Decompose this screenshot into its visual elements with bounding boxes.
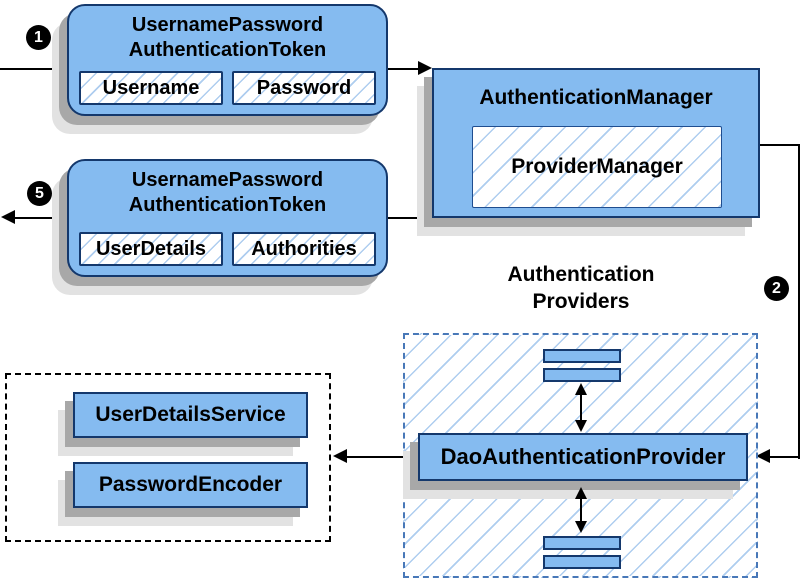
step2-badge: 2 [764,276,789,301]
user-details-field-box: UserDetails [79,232,223,266]
manager-to-result-line [388,217,432,219]
password-encoder-node: PasswordEncoder [73,462,308,508]
token-fields: UserDetails Authorities [79,232,376,266]
node-title: UsernamePassword AuthenticationToken [69,161,386,218]
node-title-line2: AuthenticationToken [128,39,327,61]
dao-stack-link-line [580,497,582,521]
left-arrowhead-icon [333,449,347,463]
manager-to-provider-line-bottom [770,456,800,458]
down-arrowhead-icon [575,420,587,432]
right-arrowhead-icon [418,61,432,75]
provider-stack-rect [543,555,621,569]
up-arrowhead-icon [575,383,587,395]
left-arrowhead-icon [1,210,15,224]
result-outbound-line [15,217,67,219]
provider-manager-node: ProviderManager [472,126,722,208]
provider-stack-rect [543,368,621,382]
label-line1: Authentication [507,263,655,286]
token-fields: Username Password [79,71,376,105]
username-field-box: Username [79,71,223,105]
manager-to-provider-line-top [760,144,800,146]
dao-to-beans-line [347,456,418,458]
node-title-line1: UsernamePassword [131,14,324,36]
provider-stack-rect [543,536,621,550]
node-title: AuthenticationManager [479,86,713,109]
user-details-service-node: UserDetailsService [73,392,308,438]
authorities-field-box: Authorities [232,232,376,266]
node-title-line1: UsernamePassword [131,169,324,191]
node-title-line2: AuthenticationToken [128,194,327,216]
step1-badge: 1 [26,25,51,50]
authentication-providers-label: Authentication Providers [420,261,742,315]
token-to-manager-line [388,68,418,70]
username-password-token-result-node: UsernamePassword AuthenticationToken Use… [67,159,388,277]
username-password-token-request-node: UsernamePassword AuthenticationToken Use… [67,4,388,116]
request-inbound-line [0,68,67,70]
provider-stack-rect [543,349,621,363]
down-arrowhead-icon [575,521,587,533]
left-arrowhead-icon [756,449,770,463]
node-title: UsernamePassword AuthenticationToken [69,6,386,63]
stack-dao-link-line [580,393,582,421]
dao-authentication-provider-node: DaoAuthenticationProvider [418,433,748,481]
manager-to-provider-line-vertical [798,144,800,459]
label-line2: Providers [532,290,630,313]
up-arrowhead-icon [575,487,587,499]
step5-badge: 5 [27,181,52,206]
authentication-manager-node: AuthenticationManager ProviderManager [432,68,760,218]
password-field-box: Password [232,71,376,105]
